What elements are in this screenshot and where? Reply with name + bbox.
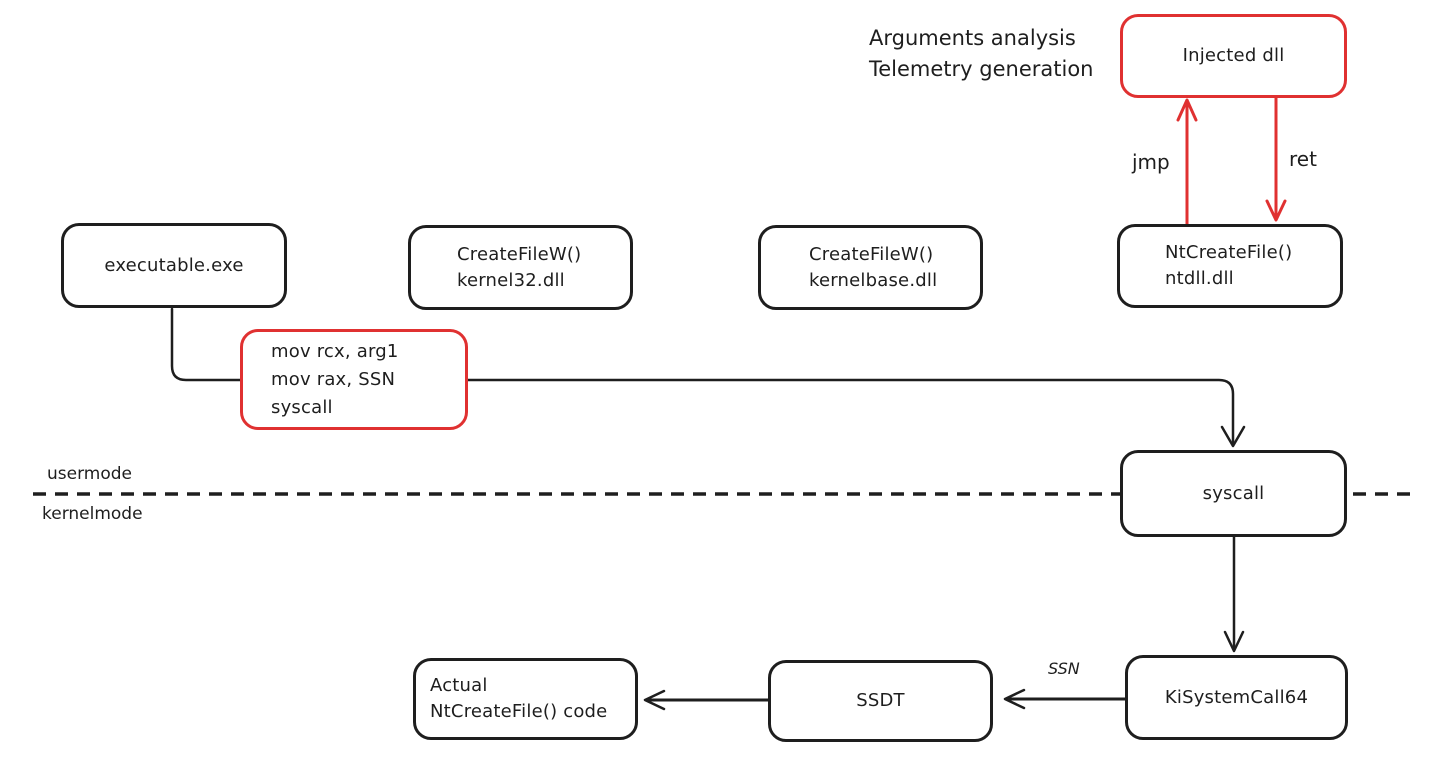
node-ssdt: SSDT bbox=[768, 660, 993, 742]
node-kernel32: CreateFileW() kernel32.dll bbox=[408, 225, 633, 310]
node-kisystemcall64: KiSystemCall64 bbox=[1125, 655, 1348, 740]
arrowhead-kisystemcall64-to-ssdt bbox=[1003, 688, 1026, 710]
annotation-line1: Arguments analysis bbox=[869, 26, 1076, 50]
arrowhead-stub-to-syscall bbox=[1220, 425, 1246, 448]
zone-label-kernelmode: kernelmode bbox=[42, 504, 143, 524]
edge-label-jmp: jmp bbox=[1132, 150, 1170, 174]
node-kisystemcall64-label: KiSystemCall64 bbox=[1164, 686, 1309, 708]
node-executable-exe: executable.exe bbox=[61, 223, 287, 308]
edge-executable-to-stub bbox=[170, 307, 242, 382]
node-ntdll-line1: NtCreateFile() bbox=[1165, 242, 1293, 263]
edge-label-ssn: SSN bbox=[1048, 659, 1080, 678]
zone-label-usermode: usermode bbox=[47, 464, 132, 484]
arrowhead-jmp bbox=[1176, 98, 1198, 122]
node-actual-ntcreatefile-line1: Actual bbox=[430, 675, 488, 696]
annotation-line2: Telemetry generation bbox=[869, 57, 1094, 81]
arrowhead-syscall-to-kisystemcall64 bbox=[1223, 630, 1245, 653]
node-ssdt-label: SSDT bbox=[856, 690, 905, 711]
node-actual-ntcreatefile: Actual NtCreateFile() code bbox=[413, 658, 638, 740]
annotation-arguments-telemetry: Arguments analysis Telemetry generation bbox=[869, 23, 1094, 85]
node-kernelbase-line1: CreateFileW() bbox=[809, 243, 934, 265]
edge-stub-to-syscall bbox=[466, 378, 1235, 446]
node-syscall-stub-line3: syscall bbox=[271, 396, 333, 418]
node-injected-dll: Injected dll bbox=[1120, 14, 1347, 98]
node-syscall-stub: mov rcx, arg1 mov rax, SSN syscall bbox=[240, 329, 468, 430]
node-syscall: syscall bbox=[1120, 450, 1347, 537]
node-injected-dll-label: Injected dll bbox=[1182, 45, 1285, 66]
edge-label-ret: ret bbox=[1289, 147, 1317, 171]
node-ntdll: NtCreateFile() ntdll.dll bbox=[1117, 224, 1343, 308]
node-kernelbase-line2: kernelbase.dll bbox=[809, 269, 938, 291]
arrowhead-ret bbox=[1265, 199, 1287, 222]
node-syscall-label: syscall bbox=[1202, 482, 1265, 504]
node-executable-exe-label: executable.exe bbox=[104, 254, 244, 276]
node-actual-ntcreatefile-line2: NtCreateFile() code bbox=[430, 701, 608, 722]
arrowhead-ssdt-to-actual bbox=[643, 689, 666, 711]
node-kernel32-line1: CreateFileW() bbox=[457, 243, 582, 265]
node-ntdll-line2: ntdll.dll bbox=[1165, 268, 1234, 289]
node-kernelbase: CreateFileW() kernelbase.dll bbox=[758, 225, 983, 310]
node-kernel32-line2: kernel32.dll bbox=[457, 269, 565, 291]
node-syscall-stub-line2: mov rax, SSN bbox=[271, 368, 396, 390]
node-syscall-stub-line1: mov rcx, arg1 bbox=[271, 340, 399, 362]
